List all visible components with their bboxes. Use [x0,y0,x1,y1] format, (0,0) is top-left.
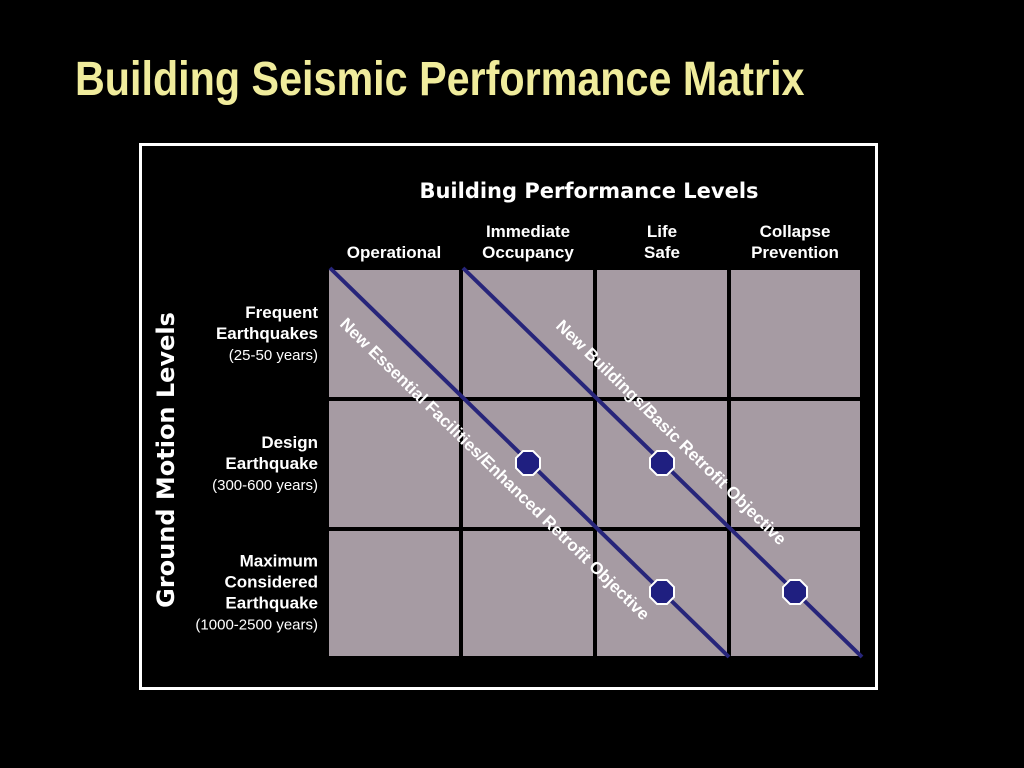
page-title: Building Seismic Performance Matrix [75,53,805,106]
matrix-cells [329,270,860,656]
column-label: Life [647,222,677,241]
matrix-cell [463,531,593,656]
objective-marker [649,450,675,476]
row-label: Maximum [240,552,318,571]
row-label: Frequent [245,303,318,322]
column-label: Prevention [751,243,839,262]
matrix-cell [597,270,727,397]
column-label: Operational [347,243,441,262]
row-label: Earthquake [225,454,318,473]
column-label: Occupancy [482,243,574,262]
objective-marker [515,450,541,476]
objective-marker [782,579,808,605]
row-label: Considered [224,573,318,592]
matrix-cell [329,401,459,527]
matrix-cell [731,401,860,527]
matrix-cell [329,270,459,397]
row-period: (25-50 years) [229,347,318,364]
matrix-frame [139,143,878,690]
row-label: Earthquake [225,594,318,613]
objective-marker [649,579,675,605]
matrix-cell [731,270,860,397]
ground-motion-levels-heading: Ground Motion Levels [152,312,180,608]
objective-markers [515,450,808,605]
column-label: Safe [644,243,680,262]
row-period: (1000-2500 years) [195,617,318,634]
performance-levels-heading: Building Performance Levels [419,179,758,203]
matrix-cell [329,531,459,656]
row-label: Design [261,433,318,452]
column-label: Immediate [486,222,570,241]
row-label: Earthquakes [216,324,318,343]
row-period: (300-600 years) [212,477,318,494]
column-label: Collapse [760,222,831,241]
